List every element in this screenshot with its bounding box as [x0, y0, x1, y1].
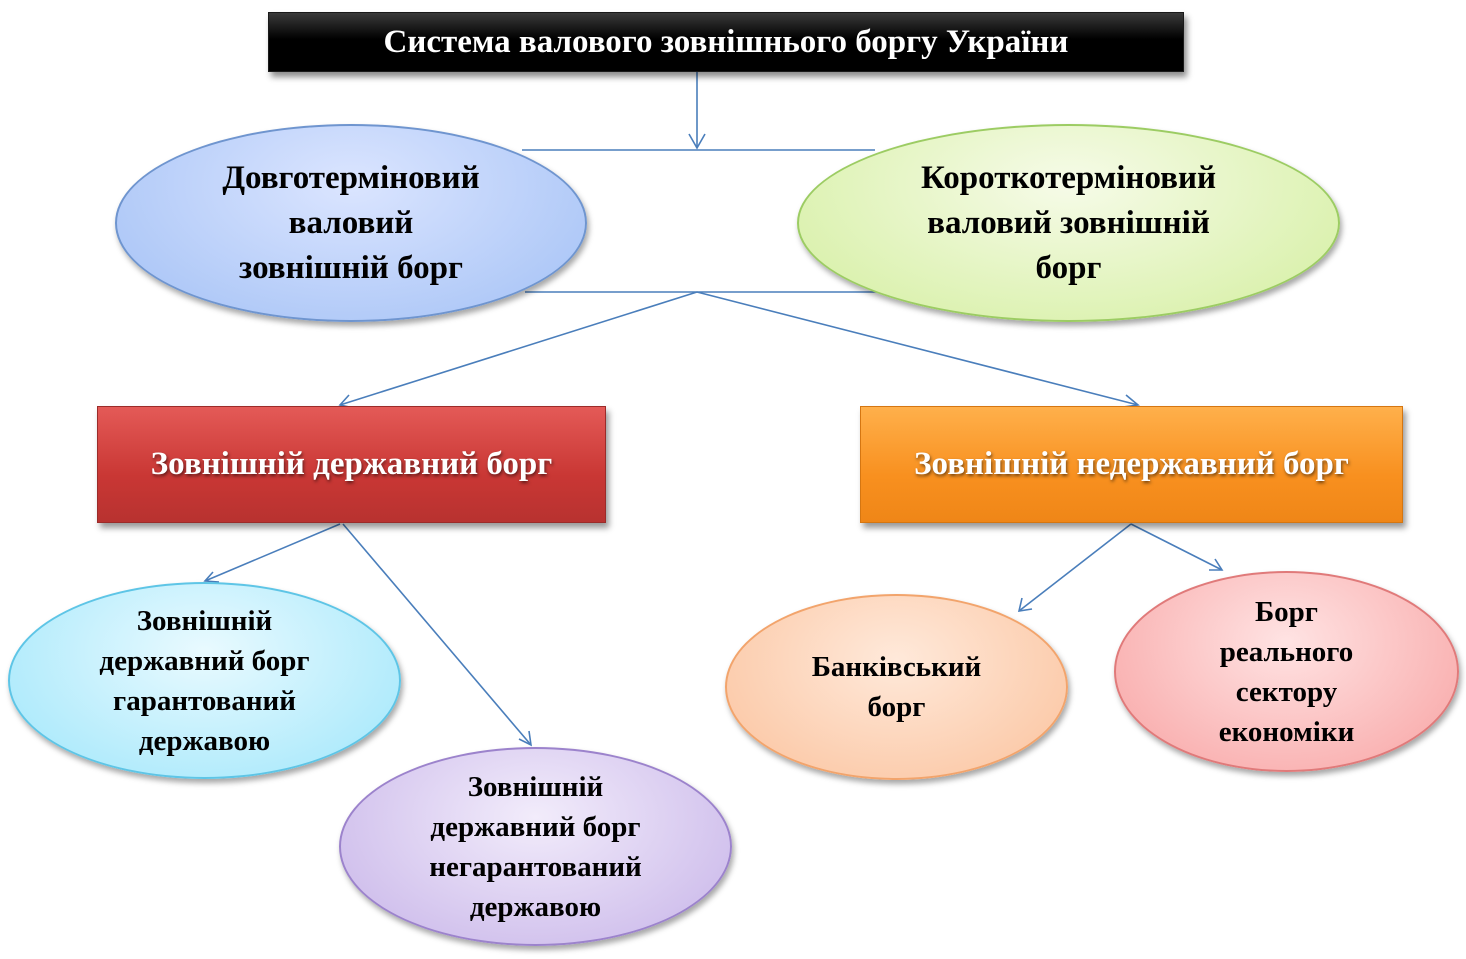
diagram-title: Система валового зовнішнього боргу Украї… — [268, 12, 1184, 72]
arrowhead-bank — [1017, 597, 1033, 612]
state-debt-label: Зовнішній державний борг — [150, 446, 553, 482]
guaranteed-state-debt-label: Зовнішній державний борг гарантований де… — [99, 604, 310, 757]
arrowhead-guaranteed — [203, 571, 220, 583]
arrowhead-title — [688, 133, 706, 150]
connector-to-bank — [1018, 523, 1132, 612]
connector-to-nonstate — [696, 291, 1139, 406]
guaranteed-state-debt-node: Зовнішній державний борг гарантований де… — [8, 582, 401, 779]
real-sector-debt-node: Борг реального сектору економіки — [1114, 571, 1459, 772]
long-term-debt-label: Довготерміновий валовий зовнішній борг — [222, 159, 480, 286]
bank-debt-node: Банківський борг — [725, 594, 1068, 780]
bank-debt-label: Банківський борг — [811, 651, 982, 723]
connector-to-state — [339, 291, 698, 406]
connector-to-guaranteed — [204, 523, 341, 582]
non-guaranteed-state-debt-node: Зовнішній державний борг негарантований … — [339, 747, 732, 946]
short-term-debt-label: Короткотерміновий валовий зовнішній борг — [921, 159, 1216, 286]
real-sector-debt-label: Борг реального сектору економіки — [1218, 595, 1355, 748]
non-guaranteed-state-debt-label: Зовнішній державний борг негарантований … — [429, 770, 642, 923]
arrowhead-nonguaranteed — [518, 730, 533, 747]
non-state-debt-node: Зовнішній недержавний борг — [860, 406, 1403, 523]
non-state-debt-label: Зовнішній недержавний борг — [914, 446, 1349, 482]
connector-to-nonguaranteed — [342, 523, 532, 746]
arrowhead-realsector — [1209, 558, 1224, 571]
diagram-title-text: Система валового зовнішнього боргу Украї… — [383, 23, 1069, 60]
short-term-debt-node: Короткотерміновий валовий зовнішній борг — [797, 124, 1340, 322]
state-debt-node: Зовнішній державний борг — [97, 406, 606, 523]
connector-to-realsector — [1130, 523, 1223, 571]
long-term-debt-node: Довготерміновий валовий зовнішній борг — [115, 124, 587, 322]
